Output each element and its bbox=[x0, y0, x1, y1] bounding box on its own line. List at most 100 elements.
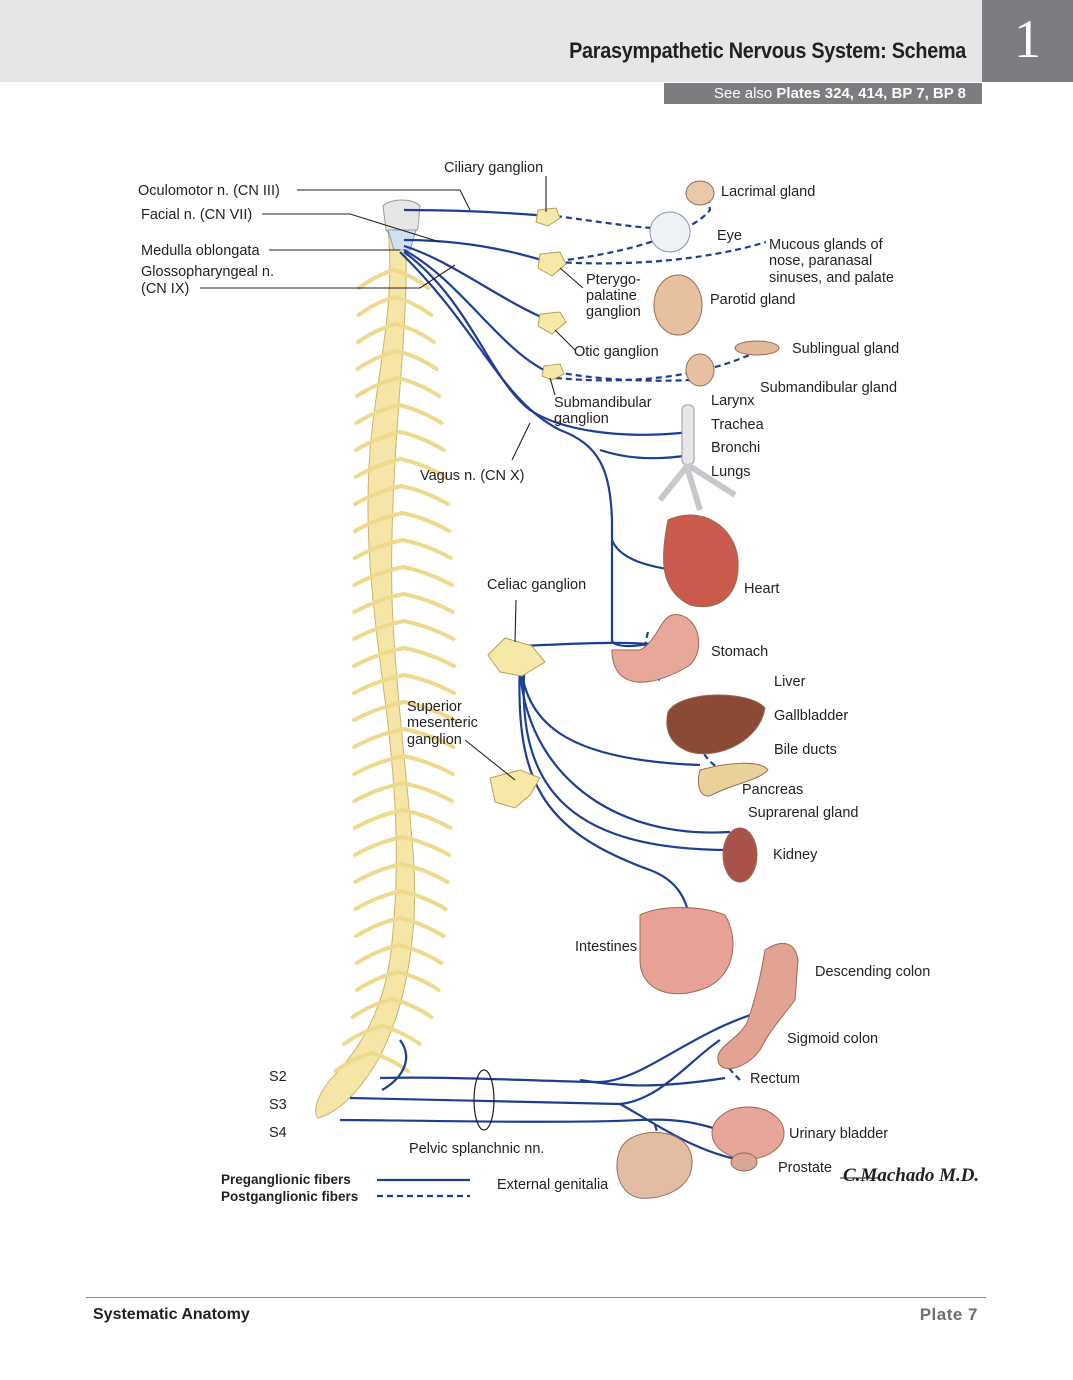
spinal-cord bbox=[315, 199, 456, 1119]
spinal-root bbox=[342, 1024, 384, 1046]
spinal-root bbox=[379, 1024, 422, 1046]
spinal-root bbox=[401, 619, 456, 641]
label-ptery-line3: ganglion bbox=[586, 304, 641, 320]
sublingual-gland bbox=[734, 340, 780, 356]
colon bbox=[717, 942, 799, 1070]
spinal-root bbox=[352, 754, 406, 776]
spinal-root bbox=[395, 970, 441, 992]
spinal-root bbox=[401, 565, 454, 587]
liver bbox=[666, 694, 766, 755]
label-kidney: Kidney bbox=[773, 847, 818, 863]
label-eye: Eye bbox=[717, 228, 742, 244]
header-bar bbox=[0, 0, 982, 82]
label-sup-mes-line1: Superior bbox=[407, 699, 462, 715]
artist-signature: C.Machado M.D. bbox=[843, 1165, 979, 1186]
see-also-plates[interactable]: Plates 324, 414, BP 7, BP 8 bbox=[776, 85, 966, 102]
label-ciliary-ganglion: Ciliary ganglion bbox=[444, 160, 543, 176]
spinal-root bbox=[352, 808, 405, 830]
label-submandibular-gland: Submandibular gland bbox=[760, 380, 897, 396]
intestines bbox=[639, 907, 734, 995]
spinal-root bbox=[401, 646, 456, 668]
spinal-root bbox=[400, 511, 452, 533]
spinal-root bbox=[352, 781, 406, 803]
spinal-nerve-roots bbox=[333, 268, 456, 1073]
spinal-root bbox=[352, 673, 406, 695]
label-rectum: Rectum bbox=[750, 1071, 800, 1087]
chapter-tab: 1 bbox=[982, 0, 1073, 82]
external-genitalia bbox=[616, 1131, 693, 1199]
preganglionic-nerves bbox=[339, 208, 791, 1162]
spinal-root bbox=[352, 619, 406, 641]
lacrimal-gland bbox=[685, 180, 715, 206]
spinal-root bbox=[390, 997, 434, 1019]
spinal-root bbox=[353, 457, 403, 479]
spinal-root bbox=[397, 916, 446, 938]
spinal-root bbox=[396, 943, 444, 965]
spinal-root bbox=[352, 565, 406, 587]
label-larynx: Larynx bbox=[711, 393, 755, 409]
submandibular-ganglion bbox=[541, 363, 565, 381]
kidney bbox=[722, 827, 758, 883]
spinal-root bbox=[398, 889, 448, 911]
urinary-bladder bbox=[711, 1106, 785, 1160]
otic-ganglion bbox=[537, 311, 567, 335]
footer-section: Systematic Anatomy bbox=[93, 1306, 250, 1323]
label-s4: S4 bbox=[269, 1125, 287, 1141]
label-pelvic-splanchnic: Pelvic splanchnic nn. bbox=[409, 1141, 544, 1157]
spinal-root bbox=[397, 403, 444, 425]
spinal-root bbox=[352, 727, 406, 749]
label-submand-gang-line1: Submandibular bbox=[554, 395, 652, 411]
pelvic-splanchnic-ring bbox=[473, 1069, 495, 1131]
spinal-root bbox=[356, 295, 397, 317]
bronchi bbox=[657, 462, 737, 511]
spinal-root bbox=[401, 700, 456, 722]
label-s2: S2 bbox=[269, 1069, 287, 1085]
label-sup-mes-line3: ganglion bbox=[407, 732, 462, 748]
spinal-root bbox=[354, 430, 402, 452]
label-urinary-bladder: Urinary bladder bbox=[789, 1126, 888, 1142]
spinal-root bbox=[391, 268, 431, 290]
spinal-root bbox=[354, 943, 401, 965]
parotid-gland bbox=[653, 274, 703, 336]
label-vagus: Vagus n. (CN X) bbox=[420, 468, 525, 484]
legend: Preganglionic fibers Postganglionic fibe… bbox=[221, 1172, 470, 1204]
spinal-root bbox=[350, 997, 395, 1019]
spinal-root bbox=[400, 835, 452, 857]
spinal-root bbox=[354, 376, 401, 398]
organs bbox=[611, 180, 799, 1199]
spinal-root bbox=[400, 808, 453, 830]
medulla-oblongata bbox=[387, 229, 417, 251]
legend-postganglionic-label: Postganglionic fibers bbox=[221, 1189, 358, 1204]
label-gallbladder: Gallbladder bbox=[774, 708, 848, 724]
label-glosso-line2: (CN IX) bbox=[141, 281, 189, 297]
prostate bbox=[730, 1152, 758, 1172]
label-heart: Heart bbox=[744, 581, 779, 597]
label-suprarenal: Suprarenal gland bbox=[748, 805, 858, 821]
spinal-root bbox=[356, 322, 398, 344]
spinal-root bbox=[352, 646, 406, 668]
spinal-root bbox=[401, 592, 455, 614]
superior-mesenteric-ganglion bbox=[489, 769, 541, 809]
label-oculomotor: Oculomotor n. (CN III) bbox=[138, 183, 280, 199]
label-ptery-line2: palatine bbox=[586, 288, 637, 304]
label-medulla: Medulla oblongata bbox=[141, 243, 260, 259]
spinal-root bbox=[400, 538, 453, 560]
heart bbox=[663, 514, 739, 607]
spinal-root bbox=[353, 889, 403, 911]
spinal-root bbox=[353, 484, 404, 506]
label-pancreas: Pancreas bbox=[742, 782, 803, 798]
footer-plate-number: Plate 7 bbox=[919, 1305, 978, 1324]
spinal-root bbox=[352, 700, 406, 722]
label-prostate: Prostate bbox=[778, 1160, 832, 1176]
label-intestines: Intestines bbox=[575, 939, 637, 955]
plate-title: Parasympathetic Nervous System: Schema bbox=[569, 38, 966, 63]
spinal-root bbox=[353, 862, 404, 884]
spinal-root bbox=[399, 862, 450, 884]
spinal-root bbox=[399, 484, 450, 506]
trachea bbox=[681, 404, 695, 466]
chapter-number: 1 bbox=[1014, 9, 1041, 69]
ganglia bbox=[487, 207, 567, 809]
label-external-genitalia: External genitalia bbox=[497, 1177, 609, 1193]
label-parotid: Parotid gland bbox=[710, 292, 795, 308]
label-bile-ducts: Bile ducts bbox=[774, 742, 837, 758]
